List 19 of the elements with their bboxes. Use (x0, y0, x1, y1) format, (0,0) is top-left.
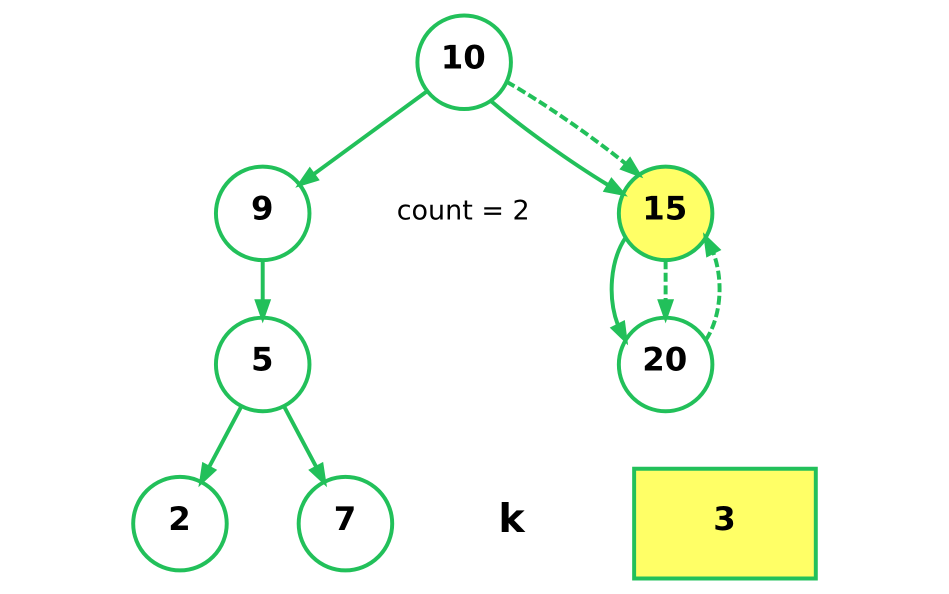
node-circle: 15 (616, 164, 714, 262)
arrow (657, 260, 674, 324)
arrow (490, 100, 628, 197)
node-circle: 10 (415, 14, 513, 112)
node-box: 3 (632, 466, 818, 580)
node-circle: 7 (296, 474, 394, 572)
arrow (282, 405, 327, 488)
arrow (610, 236, 628, 346)
node-label: count = 2 (396, 196, 530, 227)
node-circle: 9 (214, 164, 312, 262)
node-label: k (498, 496, 525, 542)
arrow (702, 232, 722, 342)
node-circle: 20 (616, 316, 714, 414)
node-circle: 5 (214, 316, 312, 414)
arrow (295, 90, 428, 188)
node-circle: 2 (131, 474, 229, 572)
arrow (506, 80, 644, 178)
arrow (254, 260, 272, 324)
arrow (198, 405, 244, 488)
